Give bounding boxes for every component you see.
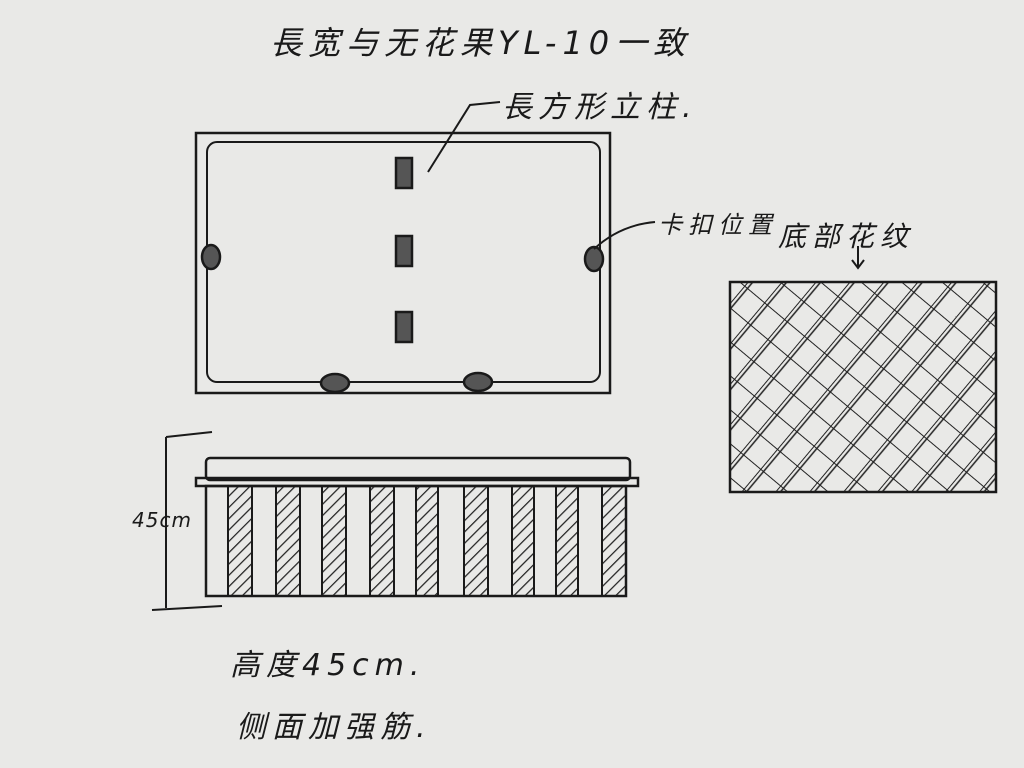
bottom-pattern-view [728,246,998,494]
sketch-title: 長宽与无花果YL-10一致 [270,24,692,62]
rib-note: 侧面加强筋. [236,710,432,745]
side-ribs [227,485,627,597]
clip-positions [200,243,605,394]
rectangular-posts [394,156,414,344]
top-view [194,101,656,395]
height-note: 高度45cm. [230,648,426,683]
post-label: 長方形立柱. [502,90,698,125]
dimension-label: 45cm [132,508,192,532]
clip-label: 卡扣位置 [658,211,778,239]
side-view [151,431,640,611]
bottom-pattern-label: 底部花纹 [778,220,915,253]
